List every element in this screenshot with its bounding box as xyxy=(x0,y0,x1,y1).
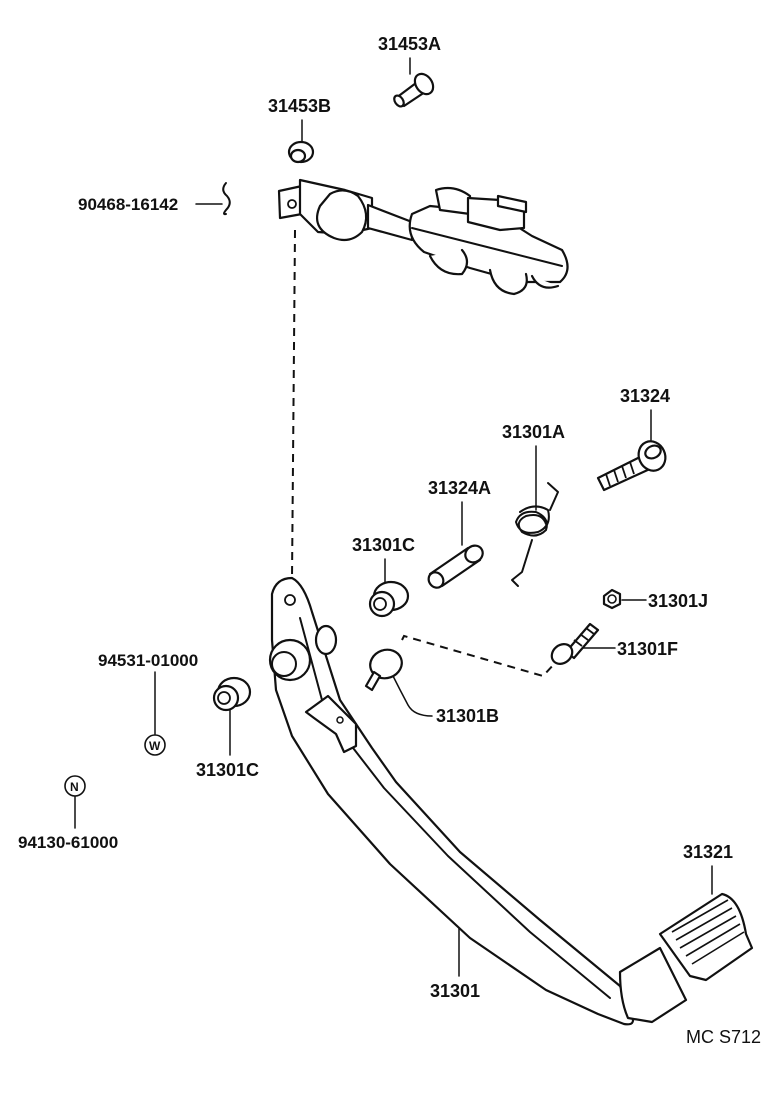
bushing-31301C-upper xyxy=(368,580,410,618)
marker-w-text: W xyxy=(149,739,161,753)
label-31301C-upper: 31301C xyxy=(352,535,415,555)
label-31301A: 31301A xyxy=(502,422,565,442)
label-90468-16142: 90468-16142 xyxy=(78,195,178,214)
spring-31301A xyxy=(511,482,559,587)
alignment-line-bolt xyxy=(401,634,557,678)
marker-w: W xyxy=(144,734,166,756)
collar-31324A xyxy=(427,544,484,589)
bushing-31453B xyxy=(287,140,315,164)
label-94531-01000: 94531-01000 xyxy=(98,651,198,670)
label-31301C-lower: 31301C xyxy=(196,760,259,780)
label-94130-61000: 94130-61000 xyxy=(18,833,118,852)
leader-31301B xyxy=(391,673,433,717)
marker-n-text: N xyxy=(70,780,79,794)
label-31301J: 31301J xyxy=(648,591,708,611)
bolt-31324 xyxy=(596,440,667,492)
label-31301B: 31301B xyxy=(436,706,499,726)
marker-n: N xyxy=(64,775,86,797)
alignment-line-vertical xyxy=(291,229,296,579)
label-31324: 31324 xyxy=(620,386,670,406)
bushing-31301C-lower xyxy=(212,676,252,712)
cushion-31301B xyxy=(364,648,403,692)
label-31301F: 31301F xyxy=(617,639,678,659)
label-31453B: 31453B xyxy=(268,96,331,116)
clip-90468-16142 xyxy=(222,182,231,216)
label-31453A: 31453A xyxy=(378,34,441,54)
nut-31301J xyxy=(602,588,622,610)
label-31321: 31321 xyxy=(683,842,733,862)
pedal-pad-31321 xyxy=(658,892,754,982)
diagram-code: MC S712 xyxy=(686,1027,761,1047)
clevis-pin-31453A xyxy=(393,72,435,108)
label-31324A: 31324A xyxy=(428,478,491,498)
bolt-31301F xyxy=(550,622,600,665)
clutch-master-cylinder xyxy=(277,178,569,296)
clutch-pedal-arm-31301 xyxy=(268,576,688,1026)
label-31301: 31301 xyxy=(430,981,480,1001)
